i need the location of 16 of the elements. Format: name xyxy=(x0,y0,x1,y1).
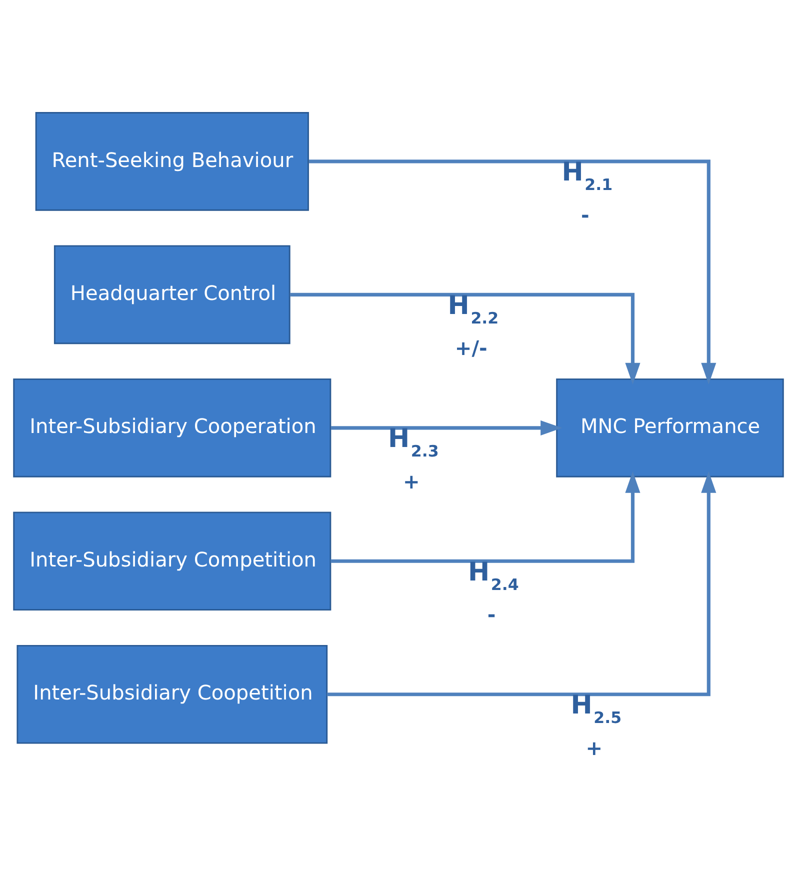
edge-label: H$_{2.4}$ - xyxy=(468,557,519,627)
node-box: Inter-Subsidiary Coopetition xyxy=(16,644,328,744)
node-box: Headquarter Control xyxy=(54,245,290,344)
edge-label: H$_{2.2}$ +/- xyxy=(448,290,499,360)
arrow xyxy=(330,471,640,563)
arrow xyxy=(290,292,640,384)
edge-label: H$_{2.5}$ + xyxy=(570,690,622,760)
node-box: Rent-Seeking Behaviour xyxy=(35,112,309,211)
edge-label: H$_{2.1}$ - xyxy=(562,158,613,227)
edge-label: H$_{2.3}$ + xyxy=(388,424,439,494)
node-box: Inter-Subsidiary Competition xyxy=(13,512,332,611)
arrow xyxy=(331,420,562,436)
node-box: MNC Performance xyxy=(556,378,784,478)
arrow xyxy=(308,160,716,384)
arrow xyxy=(326,471,716,696)
node-box: Inter-Subsidiary Cooperation xyxy=(13,378,332,478)
